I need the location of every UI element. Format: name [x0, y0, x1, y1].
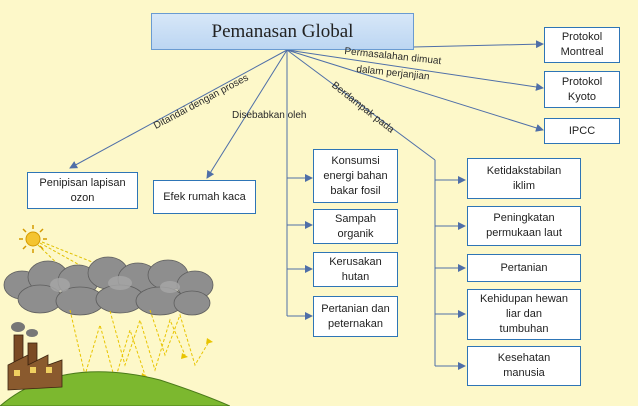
- impact-climate: Ketidakstabilan iklim: [467, 158, 581, 199]
- treaty-kyoto: Protokol Kyoto: [544, 71, 620, 108]
- cause-organic-waste: Sampah organik: [313, 209, 398, 244]
- arrow-to-kyoto: [286, 49, 544, 91]
- smog-cloud: [3, 256, 214, 316]
- impact-wildlife: Kehidupan hewan liar dan tumbuhan: [467, 289, 581, 340]
- process-ozone: Penipisan lapisan ozon: [27, 172, 138, 209]
- process-greenhouse: Efek rumah kaca: [153, 180, 256, 214]
- treaty-montreal: Protokol Montreal: [544, 27, 620, 63]
- sun-icon: [19, 225, 47, 253]
- factory-icon: [7, 322, 63, 391]
- impact-diagonal: [286, 49, 436, 161]
- cause-deforestation: Kerusakan hutan: [313, 252, 398, 287]
- arrow-to-greenhouse: [206, 49, 288, 179]
- arrow-to-ipcc: [286, 49, 544, 132]
- impact-sea-level: Peningkatan permukaan laut: [467, 206, 581, 246]
- label-disebabkan: Disebabkan oleh: [232, 110, 307, 121]
- arrow-to-ozone: [69, 49, 288, 169]
- impact-health: Kesehatan manusia: [467, 346, 581, 386]
- title-box: Pemanasan Global: [151, 13, 414, 50]
- reflected-rays: [69, 309, 211, 382]
- impact-agriculture: Pertanian: [467, 254, 581, 282]
- cause-agriculture: Pertanian dan peternakan: [313, 296, 398, 337]
- global-warming-illustration: [0, 225, 230, 406]
- cause-fossil-fuel: Konsumsi energi bahan bakar fosil: [313, 149, 398, 203]
- treaty-ipcc: IPCC: [544, 118, 620, 144]
